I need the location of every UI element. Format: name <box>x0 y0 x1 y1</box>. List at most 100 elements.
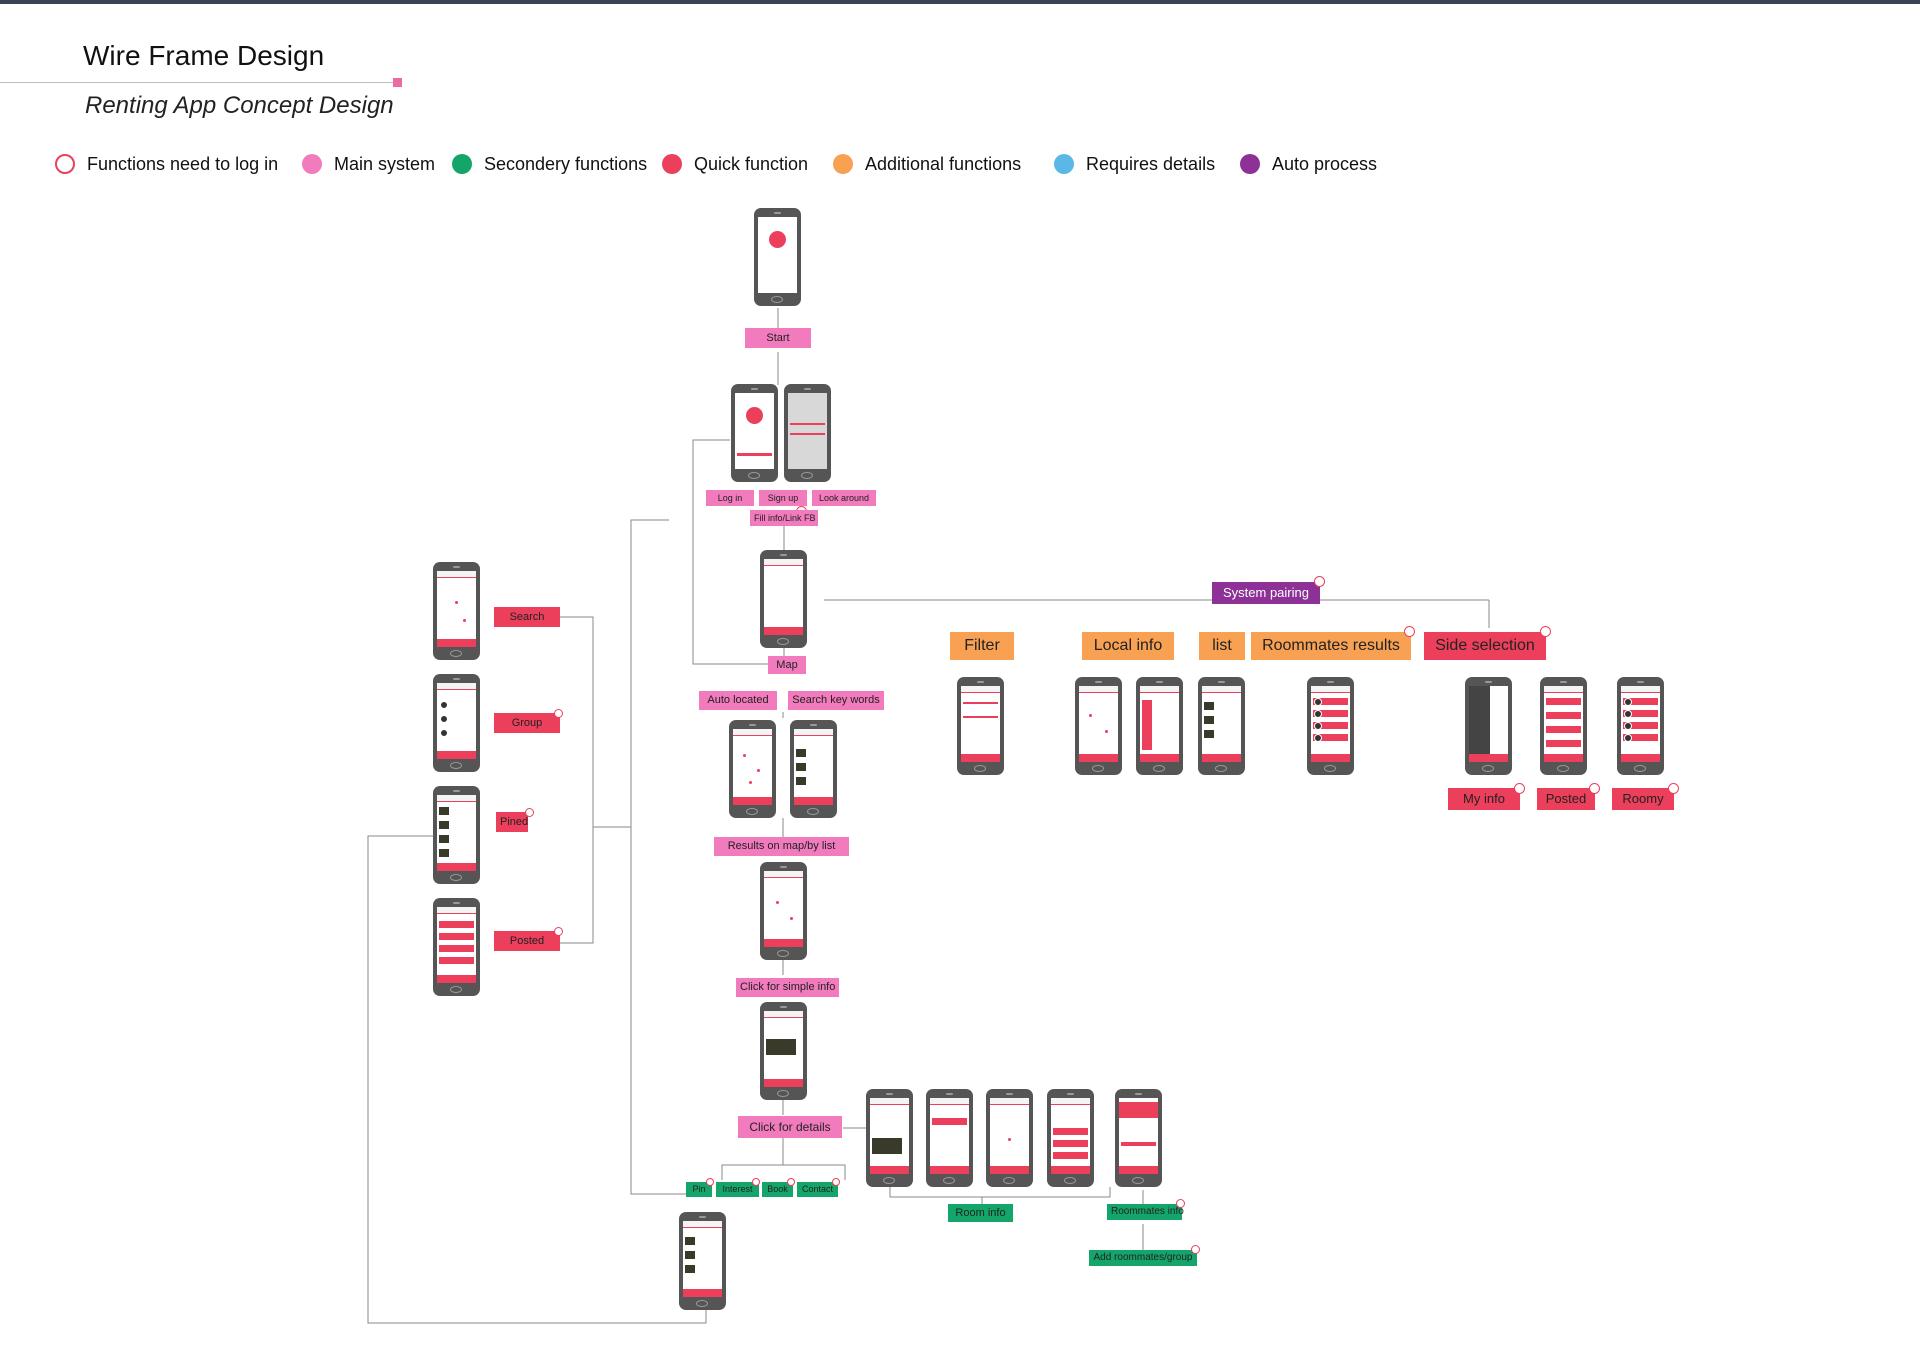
login-required-marker <box>1314 576 1325 587</box>
title-divider <box>0 82 395 83</box>
phone-roommates-info <box>1115 1089 1162 1187</box>
phone-results-map <box>760 862 807 960</box>
label-my-info: My info <box>1448 788 1520 810</box>
label-system-pairing: System pairing <box>1212 582 1320 604</box>
label-look-around: Look around <box>812 490 876 506</box>
login-required-marker <box>525 808 534 817</box>
label-local-info: Local info <box>1082 632 1174 660</box>
phone-auto-located <box>729 720 776 818</box>
home-button-icon <box>1557 765 1569 772</box>
legend-item-login: Functions need to log in <box>55 151 278 177</box>
legend-label: Main system <box>334 153 436 174</box>
login-required-marker <box>1404 626 1415 637</box>
legend-item-details: Requires details <box>1054 151 1215 177</box>
legend-label: Auto process <box>1272 153 1378 174</box>
login-required-marker <box>752 1178 760 1186</box>
label-room-info: Room info <box>948 1204 1013 1222</box>
legend-item-secondary: Secondery functions <box>452 151 647 177</box>
home-button-icon <box>777 1090 789 1097</box>
home-button-icon <box>777 638 789 645</box>
login-required-marker <box>554 709 563 718</box>
home-button-icon <box>696 1300 708 1307</box>
home-button-icon <box>1003 1177 1015 1184</box>
home-button-icon <box>746 808 758 815</box>
label-contact: Contact <box>797 1182 838 1197</box>
home-button-icon <box>771 296 783 303</box>
label-auto-located: Auto located <box>699 691 777 710</box>
label-log-in: Log in <box>706 490 754 506</box>
home-button-icon <box>801 472 813 479</box>
phone-group-list <box>433 674 480 772</box>
label-list: list <box>1199 632 1245 660</box>
label-fill-info: Fill info/Link FB <box>750 510 818 526</box>
phone-room-detail-1 <box>866 1089 913 1187</box>
label-search-key-words: Search key words <box>788 691 884 710</box>
label-filter: Filter <box>950 632 1014 660</box>
home-button-icon <box>1634 765 1646 772</box>
login-required-marker <box>832 1178 840 1186</box>
login-required-marker <box>1191 1245 1200 1254</box>
phone-posted-screen <box>1540 677 1587 775</box>
login-required-marker <box>1668 783 1679 794</box>
phone-pined-list <box>433 786 480 884</box>
phone-local-info-1 <box>1075 677 1122 775</box>
pink-dot-icon <box>302 154 322 174</box>
phone-signup-screen <box>784 384 831 482</box>
app-logo-icon <box>769 231 786 248</box>
home-button-icon <box>1215 765 1227 772</box>
label-pined: Pined <box>496 812 528 832</box>
label-roommates-results: Roommates results <box>1251 632 1411 660</box>
red-dot-icon <box>662 154 682 174</box>
label-group: Group <box>494 713 560 733</box>
phone-search-keywords <box>790 720 837 818</box>
legend-label: Additional functions <box>865 153 1022 174</box>
phone-login-screen <box>731 384 778 482</box>
legend-label: Requires details <box>1086 153 1216 174</box>
phone-local-info-2 <box>1136 677 1183 775</box>
home-button-icon <box>1482 765 1494 772</box>
top-border <box>0 0 1920 4</box>
home-button-icon <box>777 950 789 957</box>
home-button-icon <box>807 808 819 815</box>
purple-dot-icon <box>1240 154 1260 174</box>
page-title: Wire Frame Design <box>83 40 325 71</box>
home-button-icon <box>883 1177 895 1184</box>
blue-dot-icon <box>1054 154 1074 174</box>
login-required-marker <box>706 1178 714 1186</box>
home-button-icon <box>450 650 462 657</box>
home-button-icon <box>450 874 462 881</box>
phone-posted-list <box>433 898 480 996</box>
label-roommates-info: Roommates info <box>1107 1204 1184 1220</box>
login-required-marker <box>1176 1199 1185 1208</box>
label-pin: Pin <box>686 1182 712 1197</box>
phone-roomy-screen <box>1617 677 1664 775</box>
login-required-marker <box>1514 783 1525 794</box>
home-button-icon <box>1092 765 1104 772</box>
phone-pinned-list <box>679 1212 726 1310</box>
home-button-icon <box>450 986 462 993</box>
label-interest: Interest <box>716 1182 759 1197</box>
phone-list-screen <box>1198 677 1245 775</box>
page-subtitle: Renting App Concept Design <box>85 92 394 119</box>
legend-label: Secondery functions <box>484 153 648 174</box>
login-required-marker <box>1540 626 1551 637</box>
title-accent-square <box>393 78 402 87</box>
label-search: Search <box>494 607 560 627</box>
green-dot-icon <box>452 154 472 174</box>
label-click-simple-info: Click for simple info <box>736 978 839 997</box>
home-button-icon <box>748 472 760 479</box>
home-button-icon <box>1153 765 1165 772</box>
label-map: Map <box>768 656 806 674</box>
legend-item-additional: Additional functions <box>833 151 1021 177</box>
label-book: Book <box>762 1182 793 1197</box>
label-roomy: Roomy <box>1612 788 1674 810</box>
home-button-icon <box>1324 765 1336 772</box>
label-side-selection: Side selection <box>1424 632 1546 660</box>
phone-map-screen <box>760 550 807 648</box>
login-required-marker <box>787 1178 795 1186</box>
label-posted-right: Posted <box>1537 788 1595 810</box>
phone-roommates-results <box>1307 677 1354 775</box>
home-button-icon <box>1064 1177 1076 1184</box>
phone-room-detail-2 <box>926 1089 973 1187</box>
